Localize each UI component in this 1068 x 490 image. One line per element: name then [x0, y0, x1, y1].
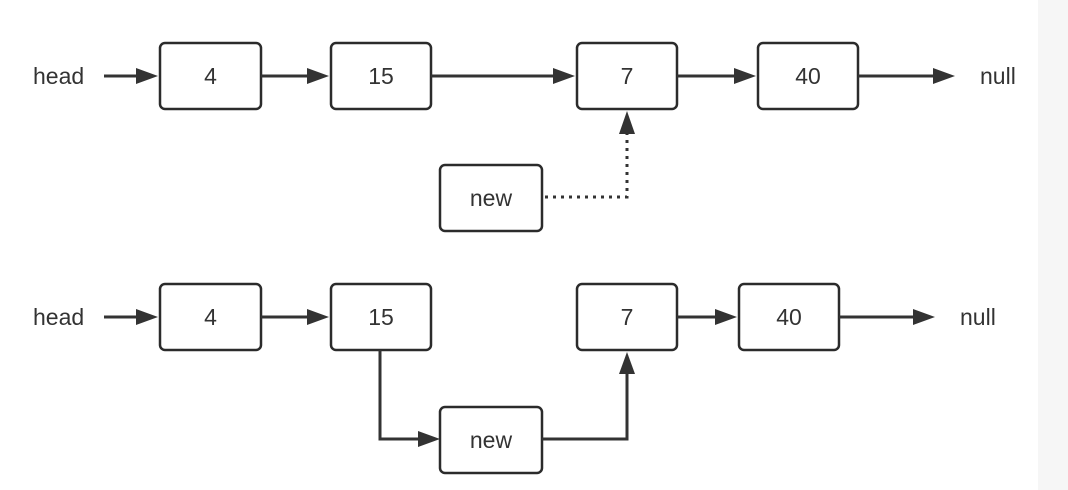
arrowhead — [307, 68, 329, 84]
arrowhead — [136, 309, 158, 325]
node-7-value: 7 — [621, 63, 634, 89]
node-40-value: 40 — [795, 63, 821, 89]
node-15-value: 15 — [368, 304, 394, 330]
null-label: null — [980, 63, 1016, 89]
arrowhead — [619, 111, 635, 134]
arrowhead — [619, 352, 635, 374]
node-40-value: 40 — [776, 304, 802, 330]
arrowhead — [307, 309, 329, 325]
head-label: head — [33, 63, 84, 89]
arrowhead — [913, 309, 935, 325]
new-node — [438, 163, 544, 233]
arrowhead — [933, 68, 955, 84]
node-4-value: 4 — [204, 304, 217, 330]
arrowhead — [553, 68, 575, 84]
node-15-value: 15 — [368, 63, 394, 89]
diagram-before: head 4 15 7 40 — [33, 41, 1016, 233]
new-node-label: new — [470, 185, 513, 211]
arrow-new-to-node-7 — [542, 374, 629, 441]
arrowhead — [715, 309, 737, 325]
null-label: null — [960, 304, 996, 330]
node-7-value: 7 — [621, 304, 634, 330]
diagram-after: head 4 15 new 7 — [33, 282, 996, 475]
arrowhead — [418, 431, 440, 447]
head-label: head — [33, 304, 84, 330]
arrow-node-15-to-new — [378, 350, 418, 441]
new-node-label: new — [470, 427, 513, 453]
arrowhead — [734, 68, 756, 84]
node-4-value: 4 — [204, 63, 217, 89]
arrowhead — [136, 68, 158, 84]
dotted-arrow-new-to-node-7 — [545, 134, 629, 199]
